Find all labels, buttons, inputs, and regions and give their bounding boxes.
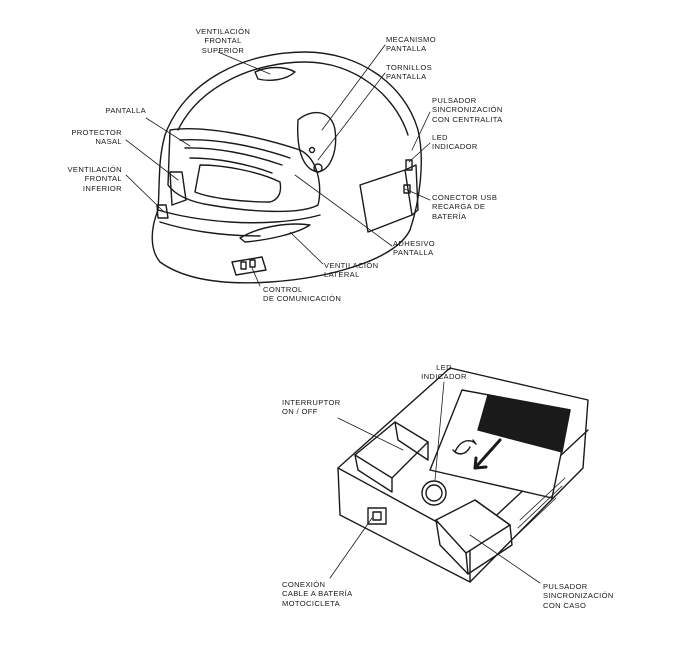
label-visor-mechanism: MECANISMO PANTALLA — [386, 35, 436, 54]
box-cable-connector — [367, 507, 387, 525]
control-box-illustration — [337, 367, 589, 583]
box-switch — [354, 421, 429, 479]
visor — [167, 128, 321, 213]
helmet-leaders — [125, 44, 431, 287]
top-vent — [254, 66, 296, 81]
box-leaders — [329, 381, 541, 584]
label-visor-screws: TORNILLOS PANTALLA — [386, 63, 433, 82]
rear-module — [359, 169, 413, 233]
helmet-shell — [151, 51, 422, 284]
label-box-switch: INTERRUPTOR ON / OFF — [282, 398, 341, 417]
label-sticker: ADHESIVO PANTALLA — [393, 239, 436, 258]
label-sync-button: PULSADOR SINCRONIZACIÓN CON CENTRALITA — [432, 96, 503, 124]
label-nose: PROTECTOR NASAL — [71, 128, 122, 147]
box-body — [337, 367, 589, 583]
label-usb: CONECTOR USB RECARGA DE BATERÍA — [432, 193, 498, 221]
lower-vent — [156, 204, 169, 219]
helmet-illustration — [151, 51, 422, 284]
label-vent-side: VENTILACIÓN LATERAL — [324, 261, 379, 280]
label-box-led: LED INDICADOR — [421, 363, 467, 382]
label-visor: PANTALLA — [105, 106, 146, 115]
nose-guard — [169, 171, 187, 206]
label-vent-top: VENTILACIÓN FRONTAL SUPERIOR — [195, 27, 251, 55]
side-vent — [239, 223, 311, 243]
visor-mechanism — [296, 111, 337, 173]
arrow-icon — [473, 438, 502, 470]
control-unit — [231, 256, 267, 276]
label-led: LED INDICADOR — [432, 133, 478, 152]
label-box-sync-button: PULSADOR SINCRONIZACIÓN CON CASO — [543, 582, 614, 610]
box-sync-button — [435, 499, 511, 554]
label-control: CONTROL DE COMUNICACIÓN — [263, 285, 342, 304]
label-box-cable: CONEXIÓN CABLE A BATERÍA MOTOCICLETA — [282, 580, 353, 608]
label-vent-bottom: VENTILACIÓN FRONTAL INFERIOR — [67, 165, 122, 193]
